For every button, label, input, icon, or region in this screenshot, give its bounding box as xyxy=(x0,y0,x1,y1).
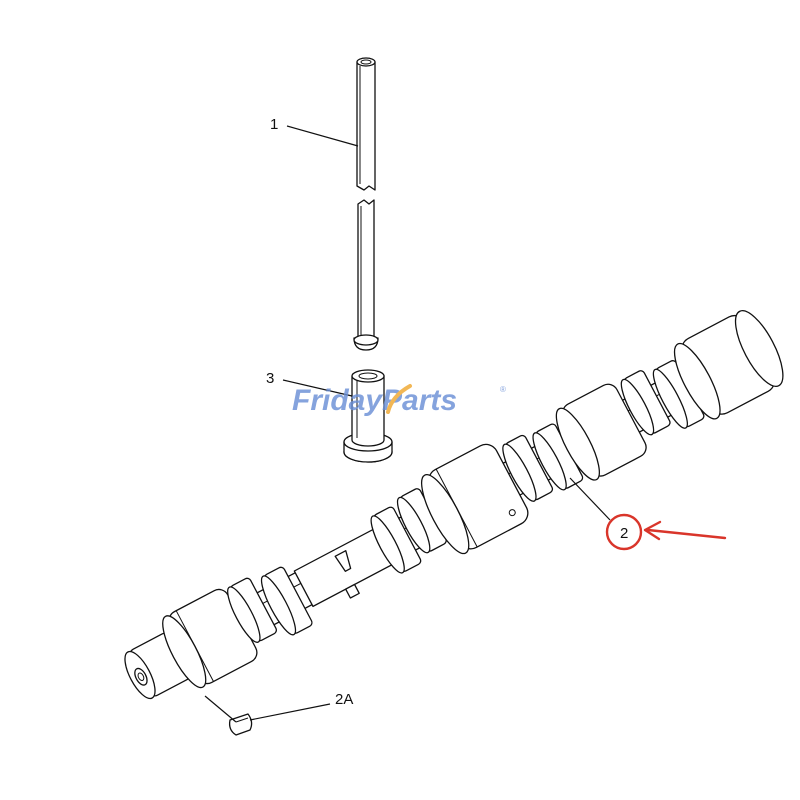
lifter-part xyxy=(343,369,393,463)
highlight-circle xyxy=(605,513,643,551)
watermark-text-left: Friday xyxy=(292,384,383,417)
leader-line-camshaft xyxy=(569,477,611,521)
highlight-arrow-shaft xyxy=(646,528,727,540)
callout-label-pushrod: 1 xyxy=(270,116,278,133)
leader-line-key-shaft xyxy=(204,695,237,723)
leader-line-lifter xyxy=(282,379,353,397)
highlight-annotation xyxy=(605,513,727,551)
pushrod-part xyxy=(353,57,379,351)
callout-label-key: 2A xyxy=(335,691,353,708)
svg-text:FridayParts: FridayParts xyxy=(292,384,457,417)
callout-label-camshaft: 2 xyxy=(620,525,628,542)
highlight-arrow-head xyxy=(643,520,662,541)
key-part xyxy=(228,713,253,736)
camshaft-part xyxy=(124,310,784,700)
leader-line-key xyxy=(249,703,331,721)
watermark-registered: ® xyxy=(500,385,506,394)
callout-label-lifter: 3 xyxy=(266,370,274,387)
leader-line-pushrod xyxy=(286,125,359,147)
watermark-logo: FridayParts ® xyxy=(292,384,506,417)
leader-lines xyxy=(204,125,611,723)
watermark-swoosh xyxy=(386,384,412,414)
